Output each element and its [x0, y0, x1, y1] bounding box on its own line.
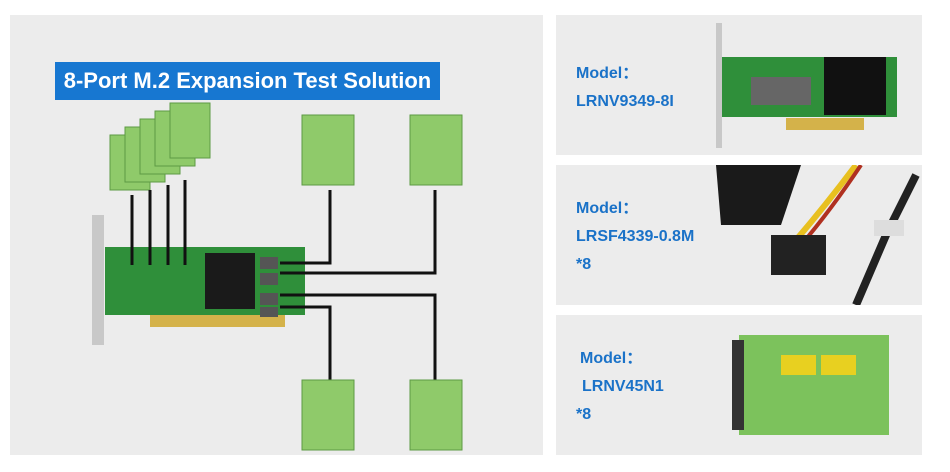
quantity: *8	[576, 256, 592, 273]
cable-image	[716, 165, 920, 305]
product-m2-adapter: Model： LRNV45N1 *8	[556, 315, 922, 455]
model-number: LRNV9349-8I	[576, 93, 674, 110]
product-hba-card: Model： LRNV9349-8I	[556, 15, 922, 155]
m2-adapters	[301, 114, 463, 451]
stacked-m2-adapters	[109, 102, 211, 191]
topology-illustration	[92, 102, 463, 451]
topology-panel: 8-Port M.2 Expansion Test Solution	[10, 15, 543, 455]
cables	[130, 180, 437, 380]
pcie-bracket	[92, 215, 104, 345]
solution-title-banner: 8-Port M.2 Expansion Test Solution	[55, 62, 440, 100]
quantity: *8	[576, 406, 592, 423]
model-number: LRNV45N1	[582, 378, 664, 395]
sff-connectors	[260, 257, 278, 317]
product-cable: Model： LRSF4339-0.8M *8	[556, 165, 922, 305]
m2-adapter-image	[732, 335, 889, 435]
model-label: Model：	[576, 65, 639, 82]
pcie-gold-fingers	[150, 315, 285, 327]
hba-card-image	[716, 23, 897, 148]
heatsink	[205, 253, 255, 309]
model-label: Model：	[580, 350, 643, 367]
model-label: Model：	[576, 200, 639, 217]
model-number: LRSF4339-0.8M	[576, 228, 695, 245]
